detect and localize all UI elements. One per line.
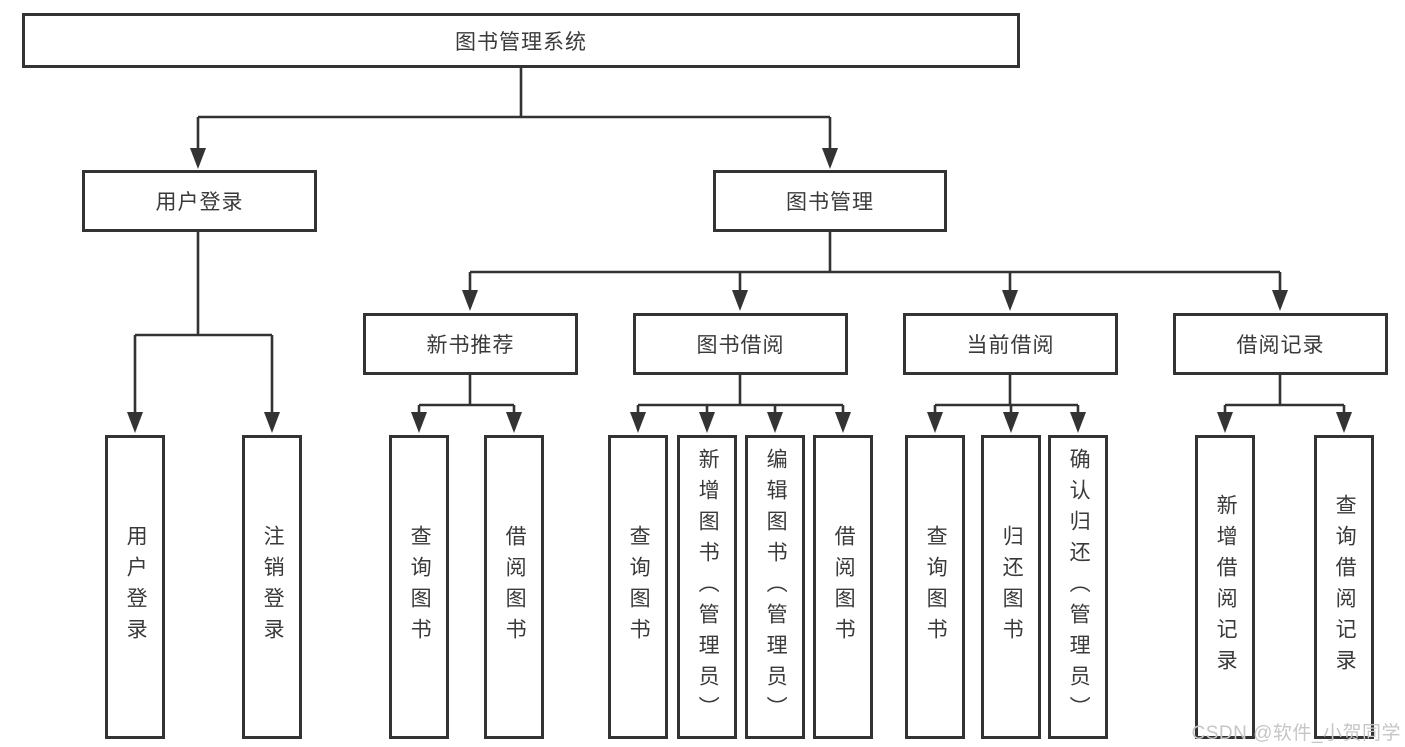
- leaf-query-books-2: 查询图书: [608, 435, 668, 739]
- node-user-login-label: 用户登录: [155, 191, 244, 214]
- node-new-book-recommend: 新书推荐: [363, 313, 578, 375]
- edge-user-login-to-leaves: [135, 232, 272, 337]
- edge-root-to-level2: [198, 68, 830, 119]
- edge-borrow-records-to-leaves: [1225, 375, 1344, 407]
- arrowhead-g5-leaf1: [1217, 412, 1233, 433]
- node-book-borrow-label: 图书借阅: [696, 334, 785, 357]
- leaf-logout: 注销登录: [242, 435, 302, 739]
- arrowhead-g3-leaf3: [767, 412, 783, 433]
- node-borrow-records-label: 借阅记录: [1236, 334, 1325, 357]
- node-new-book-recommend-label: 新书推荐: [426, 334, 515, 357]
- leaf-add-books-admin: 新增图书（管理员）: [677, 435, 737, 739]
- leaf-borrow-books-1-label: 借阅图书: [503, 525, 527, 649]
- arrowhead-new-book: [462, 290, 478, 311]
- leaf-logout-label: 注销登录: [261, 525, 285, 649]
- arrowhead-g4-leaf3: [1070, 412, 1086, 433]
- leaf-return-books: 归还图书: [981, 435, 1041, 739]
- node-book-management-label: 图书管理: [786, 191, 874, 214]
- arrowhead-borrow-records: [1272, 290, 1288, 311]
- leaf-user-login-label: 用户登录: [124, 525, 148, 649]
- leaf-edit-books-admin-label: 编辑图书（管理员）: [764, 447, 788, 727]
- arrowhead-g3-leaf4: [835, 412, 851, 433]
- watermark: CSDN @软件_小贺同学: [1192, 718, 1401, 745]
- edge-book-management-to-groups: [470, 232, 1280, 274]
- arrowhead-current-borrow: [1002, 290, 1018, 311]
- leaf-query-books-1-label: 查询图书: [408, 525, 432, 649]
- arrowhead-user-login: [190, 148, 206, 169]
- node-current-borrow-label: 当前借阅: [966, 334, 1055, 357]
- leaf-borrow-books-2: 借阅图书: [813, 435, 873, 739]
- leaf-confirm-return-admin-label: 确认归还（管理员）: [1067, 447, 1091, 727]
- arrowhead-g2-leaf2: [506, 412, 522, 433]
- leaf-query-borrow-record-label: 查询借阅记录: [1333, 494, 1357, 680]
- node-root-label: 图书管理系统: [455, 30, 587, 54]
- arrowhead-g4-leaf2: [1003, 412, 1019, 433]
- arrowhead-leaf-logout: [264, 412, 280, 433]
- leaf-return-books-label: 归还图书: [1000, 525, 1024, 649]
- leaf-borrow-books-2-label: 借阅图书: [832, 525, 856, 649]
- leaf-add-borrow-record-label: 新增借阅记录: [1214, 494, 1238, 680]
- node-user-login: 用户登录: [82, 170, 317, 232]
- leaf-user-login: 用户登录: [105, 435, 165, 739]
- leaf-query-books-1: 查询图书: [389, 435, 449, 739]
- leaf-add-borrow-record: 新增借阅记录: [1195, 435, 1255, 739]
- node-book-management: 图书管理: [713, 170, 947, 232]
- leaf-confirm-return-admin: 确认归还（管理员）: [1048, 435, 1108, 739]
- edge-current-borrow-to-leaves: [935, 375, 1078, 407]
- node-root: 图书管理系统: [22, 13, 1020, 68]
- arrowhead-g5-leaf2: [1336, 412, 1352, 433]
- arrowhead-book-borrow: [732, 290, 748, 311]
- node-book-borrow: 图书借阅: [633, 313, 848, 375]
- node-current-borrow: 当前借阅: [903, 313, 1118, 375]
- edge-new-book-to-leaves: [419, 375, 514, 407]
- leaf-query-books-3-label: 查询图书: [924, 525, 948, 649]
- leaf-query-books-3: 查询图书: [905, 435, 965, 739]
- arrowhead-leaf-login: [127, 412, 143, 433]
- arrowhead-g2-leaf1: [411, 412, 427, 433]
- arrowhead-g3-leaf2: [699, 412, 715, 433]
- leaf-query-borrow-record: 查询借阅记录: [1314, 435, 1374, 739]
- arrowhead-g4-leaf1: [927, 412, 943, 433]
- arrowhead-book-management: [822, 148, 838, 169]
- leaf-borrow-books-1: 借阅图书: [484, 435, 544, 739]
- arrowhead-g3-leaf1: [630, 412, 646, 433]
- watermark-text: CSDN @软件_小贺同学: [1191, 723, 1401, 744]
- leaf-edit-books-admin: 编辑图书（管理员）: [745, 435, 805, 739]
- leaf-query-books-2-label: 查询图书: [627, 525, 651, 649]
- edge-book-borrow-to-leaves: [638, 375, 843, 407]
- node-borrow-records: 借阅记录: [1173, 313, 1388, 375]
- leaf-add-books-admin-label: 新增图书（管理员）: [696, 447, 720, 727]
